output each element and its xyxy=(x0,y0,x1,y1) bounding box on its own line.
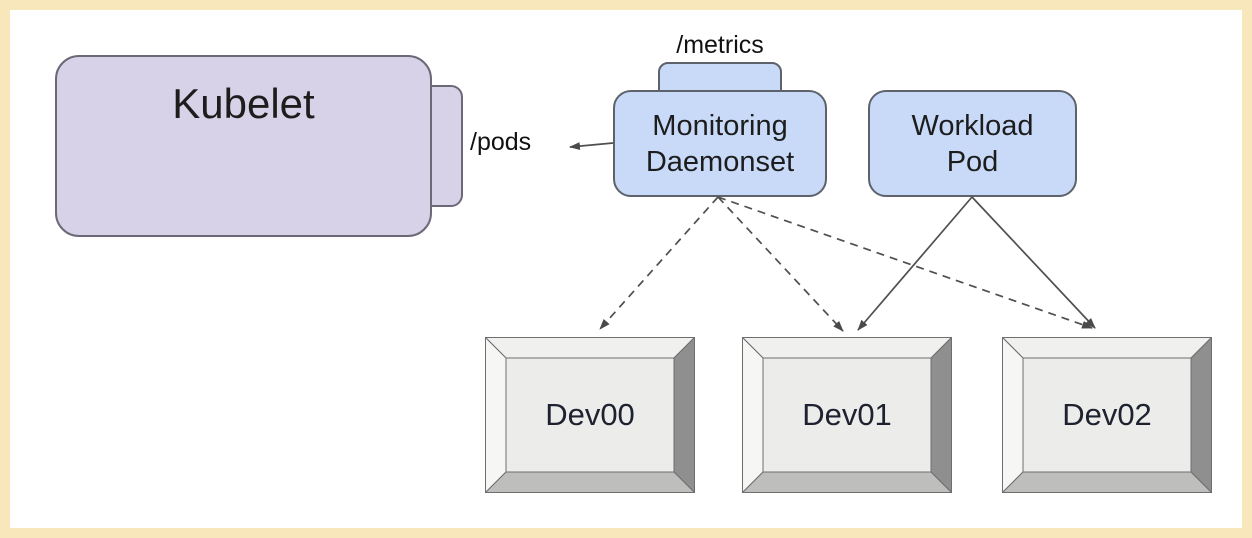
edge-monitoring-to-pods xyxy=(569,142,614,151)
edge-monitoring-to-dev00 xyxy=(599,196,719,330)
device-node-dev00: Dev00 xyxy=(485,337,695,493)
edge-workload-to-dev01 xyxy=(857,196,973,331)
device-keycap-icon xyxy=(485,337,695,493)
metrics-endpoint-label: /metrics xyxy=(676,31,764,59)
kubelet-node: Kubelet xyxy=(55,55,432,237)
kubelet-label: Kubelet xyxy=(172,80,315,127)
edge-workload-to-dev02 xyxy=(971,196,1096,329)
pods-endpoint-label: /pods xyxy=(470,128,532,156)
device-keycap-icon xyxy=(742,337,952,493)
workload-pod-node: Workload Pod xyxy=(868,90,1077,197)
workload-pod-label: Workload Pod xyxy=(911,109,1034,178)
monitoring-daemonset-node: Monitoring Daemonset xyxy=(613,90,827,197)
device-label: Dev00 xyxy=(545,397,635,432)
monitoring-daemonset-label: Monitoring Daemonset xyxy=(645,109,795,178)
device-node-dev02: Dev02 xyxy=(1002,337,1212,493)
device-label: Dev02 xyxy=(1062,397,1152,432)
device-keycap-icon xyxy=(1002,337,1212,493)
device-node-dev01: Dev01 xyxy=(742,337,952,493)
edge-monitoring-to-dev01 xyxy=(717,196,844,332)
device-label: Dev01 xyxy=(802,397,892,432)
edge-monitoring-to-dev02 xyxy=(717,196,1093,329)
